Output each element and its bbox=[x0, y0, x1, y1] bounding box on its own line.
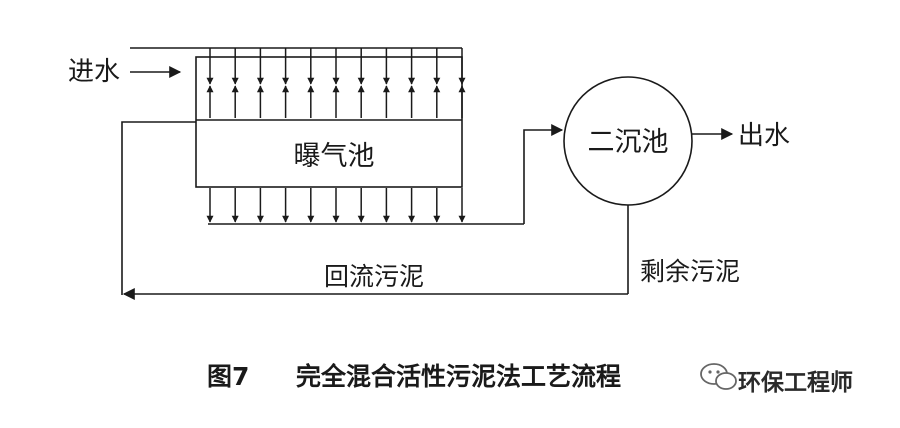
caption-number: 图7 bbox=[207, 362, 249, 391]
aeration-tank-label: 曝气池 bbox=[294, 141, 375, 172]
inflow-label: 进水 bbox=[68, 57, 120, 87]
secondary-clarifier-label: 二沉池 bbox=[588, 127, 669, 158]
caption-title: 完全混合活性污泥法工艺流程 bbox=[296, 362, 621, 391]
wechat-icon bbox=[700, 363, 737, 390]
flow-to-clarifier-line bbox=[523, 124, 564, 224]
return-sludge-left-line bbox=[121, 121, 196, 295]
bottom-outlet-arrows bbox=[206, 188, 466, 223]
outflow-label: 出水 bbox=[738, 121, 790, 151]
top-feed-arrows bbox=[206, 48, 466, 85]
aeration-up-arrows bbox=[206, 85, 466, 118]
return-sludge-label: 回流污泥 bbox=[324, 262, 424, 291]
watermark-text: 环保工程师 bbox=[738, 369, 853, 396]
excess-sludge-label: 剩余污泥 bbox=[640, 257, 740, 286]
